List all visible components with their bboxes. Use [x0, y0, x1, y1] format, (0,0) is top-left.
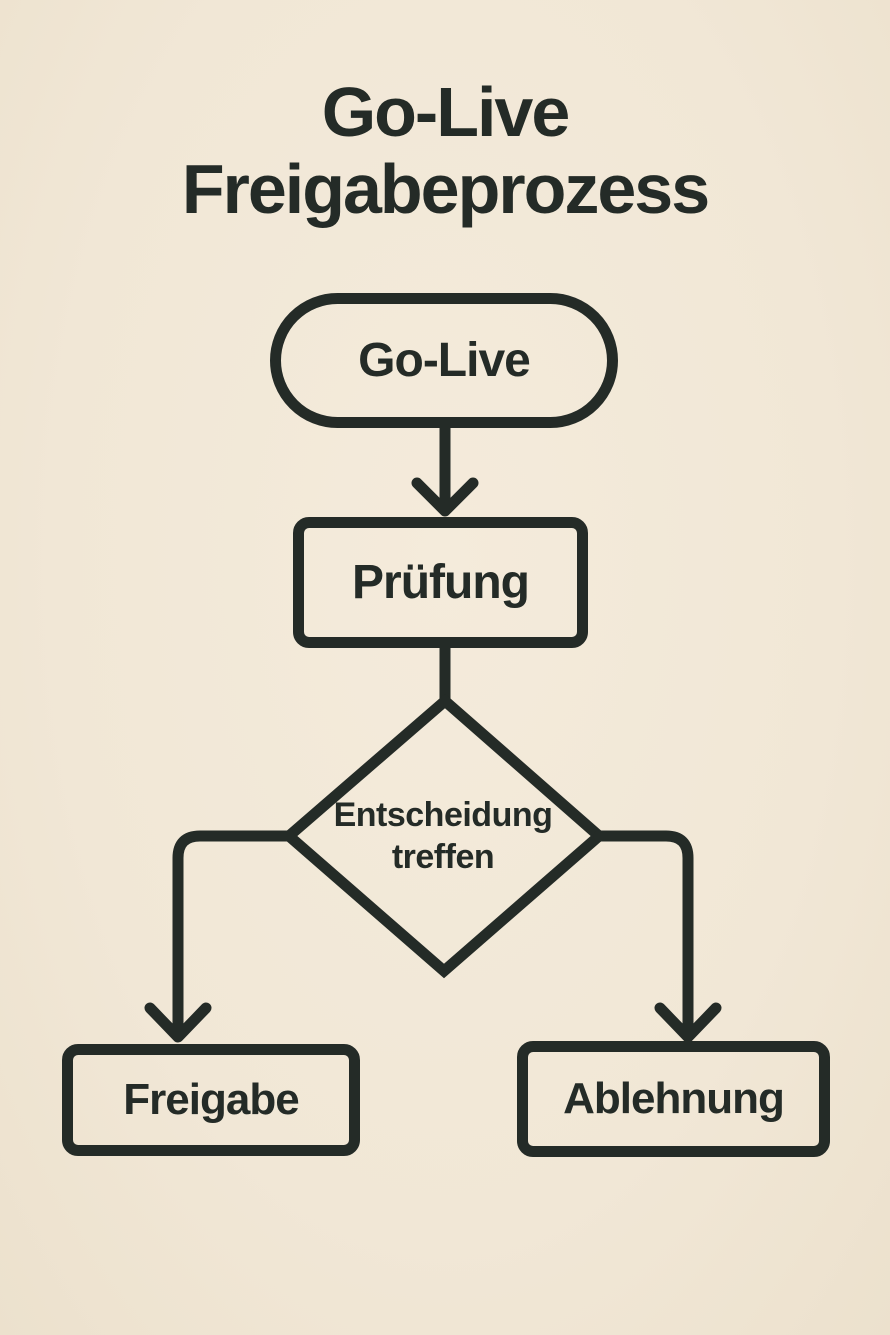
arrowhead-pruefung	[411, 477, 479, 517]
node-entscheidung-label: Entscheidung treffen	[333, 795, 553, 877]
diamond-shape	[280, 693, 608, 979]
arrowhead-ablehnung	[654, 1002, 722, 1043]
edge-entscheidung-freigabe	[172, 830, 295, 1040]
node-freigabe: Freigabe	[62, 1044, 360, 1156]
edge-entscheidung-ablehnung	[593, 830, 694, 1040]
node-go-live: Go-Live	[270, 293, 618, 428]
node-pruefung: Prüfung	[293, 517, 588, 648]
node-ablehnung: Ablehnung	[517, 1041, 830, 1157]
arrowhead-freigabe	[144, 1002, 212, 1043]
page-title: Go-Live Freigabeprozess	[181, 73, 710, 228]
